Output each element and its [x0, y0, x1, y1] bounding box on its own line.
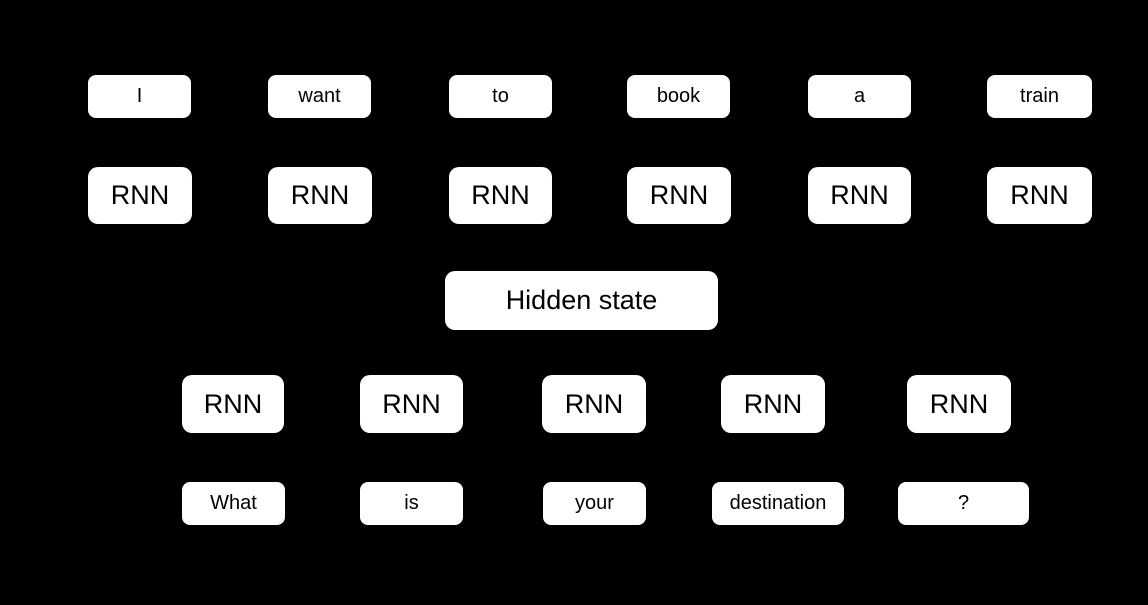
encoder-input-word: train	[987, 75, 1092, 118]
encoder-input-word: want	[268, 75, 371, 118]
decoder-output-word: is	[360, 482, 463, 525]
decoder-rnn-unit: RNN	[542, 375, 646, 433]
decoder-output-word: your	[543, 482, 646, 525]
decoder-rnn-unit: RNN	[182, 375, 284, 433]
encoder-input-word: to	[449, 75, 552, 118]
decoder-output-word: What	[182, 482, 285, 525]
decoder-output-word: ?	[898, 482, 1029, 525]
encoder-rnn-unit: RNN	[808, 167, 911, 224]
decoder-output-word: destination	[712, 482, 844, 525]
encoder-rnn-unit: RNN	[627, 167, 731, 224]
encoder-rnn-unit: RNN	[987, 167, 1092, 224]
encoder-input-word: book	[627, 75, 730, 118]
encoder-input-word: a	[808, 75, 911, 118]
encoder-rnn-unit: RNN	[88, 167, 192, 224]
encoder-rnn-unit: RNN	[449, 167, 552, 224]
decoder-rnn-unit: RNN	[360, 375, 463, 433]
encoder-rnn-unit: RNN	[268, 167, 372, 224]
decoder-rnn-unit: RNN	[907, 375, 1011, 433]
decoder-rnn-unit: RNN	[721, 375, 825, 433]
hidden-state-box: Hidden state	[445, 271, 718, 330]
encoder-input-word: I	[88, 75, 191, 118]
